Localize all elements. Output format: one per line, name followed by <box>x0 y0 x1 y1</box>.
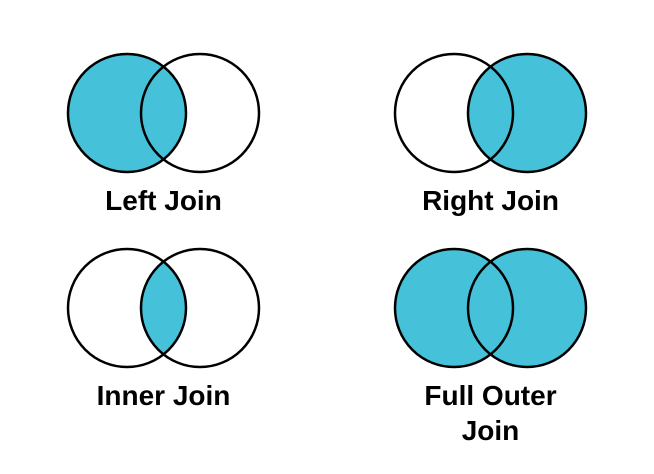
right-circle-outline <box>466 52 587 174</box>
full-outer-join-panel: Full Outer Join <box>327 237 654 474</box>
full-outer-join-label: Full Outer Join <box>424 380 557 446</box>
inner-join-venn-diagram <box>66 247 260 369</box>
left-join-label: Left Join <box>105 185 222 216</box>
right-join-panel: Right Join <box>327 0 654 237</box>
left-join-panel: Left Join <box>0 0 327 237</box>
right-circle <box>467 249 586 367</box>
right-circle <box>467 54 586 172</box>
right-join-venn-diagram <box>393 52 587 174</box>
inner-join-label: Inner Join <box>96 380 231 411</box>
right-circle-outline <box>139 52 260 174</box>
full-outer-join-venn-diagram <box>393 247 587 369</box>
right-join-label: Right Join <box>422 185 559 216</box>
right-circle-outline <box>466 247 587 369</box>
left-circle <box>67 54 186 172</box>
right-circle-outline <box>139 247 260 369</box>
left-circle-outline <box>393 52 514 174</box>
inner-join-panel: Inner Join <box>0 237 327 474</box>
left-circle-outline <box>393 247 514 369</box>
left-circle-outline <box>66 52 187 174</box>
left-join-venn-diagram <box>66 52 260 174</box>
intersection-region <box>140 249 186 367</box>
left-circle-outline <box>66 247 187 369</box>
